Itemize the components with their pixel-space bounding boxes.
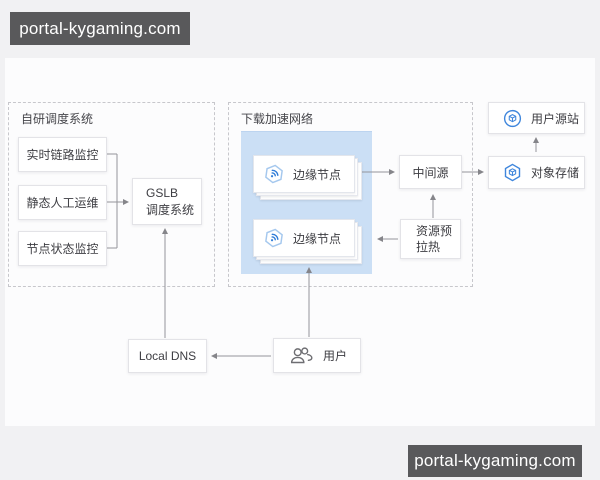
group-download-title: 下载加速网络 bbox=[241, 112, 314, 126]
group-download-network: 下载加速网络 bbox=[228, 102, 473, 287]
node-label: 实时链路监控 bbox=[26, 148, 99, 162]
node-edge-node-top: 边缘节点 bbox=[253, 155, 362, 200]
node-label: 用户 bbox=[322, 349, 347, 363]
node-label: 静态人工运维 bbox=[26, 196, 99, 210]
watermark-top: portal-kygaming.com bbox=[10, 12, 190, 45]
node-local-dns: Local DNS bbox=[128, 339, 207, 373]
group-scheduling-title: 自研调度系统 bbox=[21, 112, 94, 126]
node-edge-node-bottom: 边缘节点 bbox=[253, 219, 362, 264]
users-icon bbox=[287, 345, 315, 366]
node-label: 对象存储 bbox=[531, 166, 580, 180]
node-label: 节点状态监控 bbox=[26, 242, 99, 256]
watermark-bottom: portal-kygaming.com bbox=[408, 445, 582, 477]
node-status-monitor: 节点状态监控 bbox=[18, 231, 107, 266]
node-label: 用户源站 bbox=[531, 111, 580, 126]
node-gslb-scheduler: GSLB 调度系统 bbox=[132, 178, 202, 225]
node-static-manual-ops: 静态人工运维 bbox=[18, 185, 107, 220]
node-realtime-link-monitor: 实时链路监控 bbox=[18, 137, 107, 172]
node-object-storage: 对象存储 bbox=[488, 156, 585, 189]
node-label-line2: 调度系统 bbox=[146, 202, 195, 217]
node-label: 中间源 bbox=[412, 165, 449, 180]
node-label-line1: GSLB bbox=[146, 186, 179, 201]
node-resource-prewarm: 资源预 拉热 bbox=[400, 219, 461, 259]
wire-monitor-merge bbox=[107, 153, 118, 249]
node-user-origin: 用户源站 bbox=[488, 102, 585, 134]
node-user: 用户 bbox=[273, 338, 361, 373]
group-scheduling-system: 自研调度系统 bbox=[8, 102, 215, 287]
node-label-line1: 资源预 bbox=[416, 223, 453, 238]
edge-node-icon bbox=[263, 163, 285, 185]
edge-node-icon bbox=[263, 227, 285, 249]
node-mid-source: 中间源 bbox=[399, 155, 462, 189]
node-label: 边缘节点 bbox=[293, 231, 342, 246]
node-label-line2: 拉热 bbox=[416, 240, 441, 254]
node-label: Local DNS bbox=[138, 349, 197, 363]
user-origin-icon bbox=[502, 108, 523, 129]
node-label: 边缘节点 bbox=[293, 167, 342, 182]
object-storage-icon bbox=[502, 162, 523, 183]
